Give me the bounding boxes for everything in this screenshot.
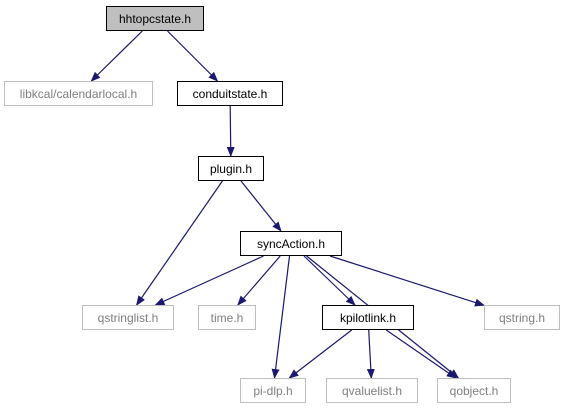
edge-plugin-to-qstringlist xyxy=(136,180,223,306)
edge-conduitstate-to-plugin xyxy=(226,105,235,157)
edge-layer xyxy=(90,30,485,379)
edge-hhtopcstate-to-conduitstate xyxy=(167,30,219,82)
node-syncaction[interactable]: syncAction.h xyxy=(240,231,342,256)
node-qstringlist[interactable]: qstringlist.h xyxy=(82,305,174,330)
edge-syncaction-to-time xyxy=(237,255,281,306)
edge-syncaction-to-kpilotlink xyxy=(303,255,356,306)
edge-plugin-to-syncaction xyxy=(240,180,282,232)
node-conduitstate[interactable]: conduitstate.h xyxy=(177,81,283,106)
edge-kpilotlink-to-qobject xyxy=(385,329,457,379)
edge-syncaction-to-qstring xyxy=(329,255,485,307)
node-qstring[interactable]: qstring.h xyxy=(484,305,560,330)
node-hhtopcstate[interactable]: hhtopcstate.h xyxy=(106,6,204,31)
node-time[interactable]: time.h xyxy=(198,305,256,330)
node-kpilotlink[interactable]: kpilotlink.h xyxy=(322,305,414,330)
node-plugin[interactable]: plugin.h xyxy=(198,156,264,181)
edge-hhtopcstate-to-calendarlocal xyxy=(90,30,143,82)
edge-kpilotlink-to-qvaluelist xyxy=(366,329,375,379)
edge-syncaction-to-pidlp xyxy=(271,255,291,379)
node-qobject[interactable]: qobject.h xyxy=(437,378,511,403)
node-qvaluelist[interactable]: qvaluelist.h xyxy=(326,378,418,403)
node-libkcal-calendarlocal[interactable]: libkcal/calendarlocal.h xyxy=(4,81,153,106)
edge-syncaction-to-qstringlist xyxy=(154,255,264,306)
edge-kpilotlink-to-pidlp xyxy=(288,329,353,379)
node-pi-dlp[interactable]: pi-dlp.h xyxy=(240,378,306,403)
